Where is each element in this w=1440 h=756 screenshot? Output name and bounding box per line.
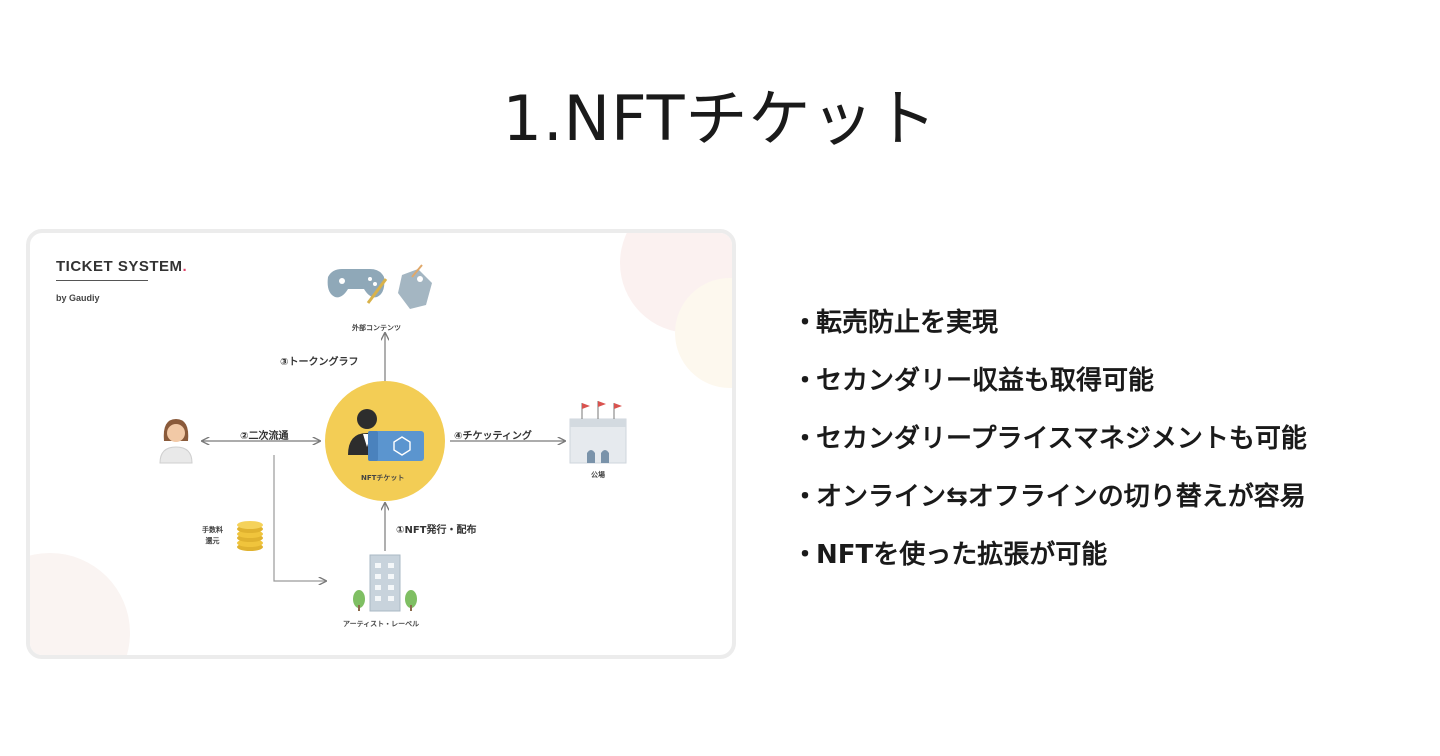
bullet-text: セカンダリー収益も取得可能 xyxy=(816,366,1155,396)
label-nft-issue: ①NFT発行・配布 xyxy=(396,525,477,536)
sword-icon xyxy=(366,278,388,304)
label-artist-label: アーティスト・レーベル xyxy=(343,620,420,628)
label-external-content: 外部コンテンツ xyxy=(352,324,401,332)
price-tag-icon xyxy=(398,264,432,309)
bullet-marker: ・ xyxy=(792,308,819,338)
bullet-marker: ・ xyxy=(792,482,819,512)
label-secondary-market: ②二次流通 xyxy=(240,431,289,442)
label-ticketing: ④チケッティング xyxy=(454,431,532,442)
office-building-icon xyxy=(353,554,417,612)
bullet-item: ・セカンダリー収益も取得可能 xyxy=(792,362,1307,420)
user-avatar-icon xyxy=(159,419,193,464)
bullet-item: ・オンライン⇆オフラインの切り替えが容易 xyxy=(792,478,1307,536)
diagram-canvas xyxy=(30,233,732,655)
bullet-item: ・NFTを使った拡張が可能 xyxy=(792,536,1307,594)
arrow-fee-return xyxy=(273,455,326,581)
bullet-marker: ・ xyxy=(792,424,819,454)
ticket-system-logo: TICKET SYSTEM. xyxy=(56,258,187,275)
brand-dot: . xyxy=(182,258,188,275)
brand-title: TICKET SYSTEM xyxy=(56,258,183,275)
bullet-marker: ・ xyxy=(792,366,819,396)
decor-blob-right xyxy=(675,278,732,388)
label-nft-ticket: NFTチケット xyxy=(361,474,405,482)
bullet-text: オンライン⇆オフラインの切り替えが容易 xyxy=(816,482,1306,512)
coin-stack-icon xyxy=(237,521,263,551)
bullet-text: セカンダリープライスマネジメントも可能 xyxy=(816,424,1307,454)
venue-icon xyxy=(569,401,627,464)
slide-title: 1.NFTチケット xyxy=(502,82,938,155)
bullet-item: ・セカンダリープライスマネジメントも可能 xyxy=(792,420,1307,478)
feature-bullet-list: ・転売防止を実現 ・セカンダリー収益も取得可能 ・セカンダリープライスマネジメン… xyxy=(792,304,1307,594)
label-venue: 公場 xyxy=(591,471,605,479)
brand-byline: by Gaudiy xyxy=(56,293,100,303)
gamepad-icon xyxy=(327,269,385,298)
bullet-text: NFTを使った拡張が可能 xyxy=(816,540,1108,570)
bullet-item: ・転売防止を実現 xyxy=(792,304,1307,362)
decor-blob-bottom-left xyxy=(30,553,130,655)
label-talking-graph: ③トークングラフ xyxy=(280,357,359,368)
bullet-text: 転売防止を実現 xyxy=(816,308,999,338)
bullet-marker: ・ xyxy=(792,540,819,570)
label-fee-return: 手数料 還元 xyxy=(202,526,223,545)
ticket-system-diagram: TICKET SYSTEM. by Gaudiy 外部コンテンツ ③トークングラ… xyxy=(26,229,736,659)
brand-divider xyxy=(56,280,148,281)
nft-ticket-icon xyxy=(368,431,424,461)
